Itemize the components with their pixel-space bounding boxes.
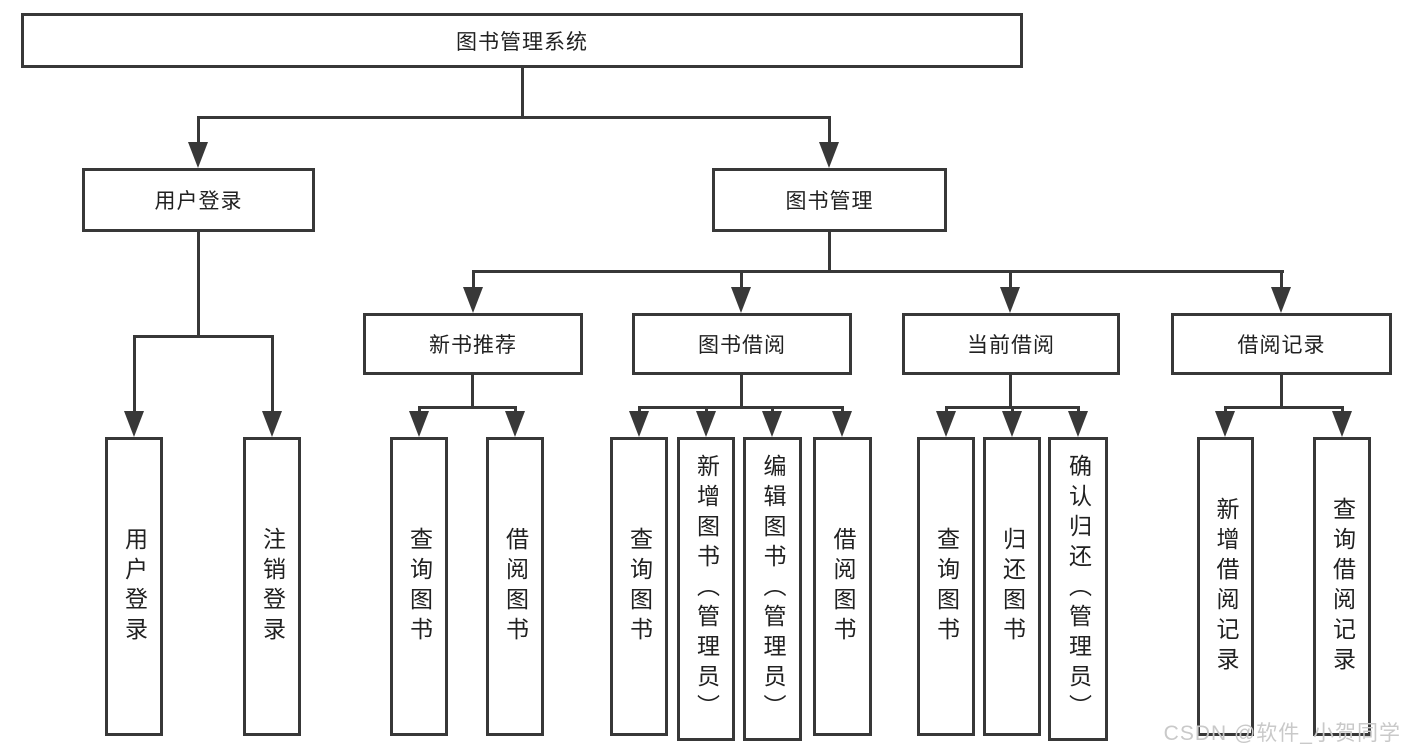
leaf-add-books-admin-label: 新增图书（管理员） <box>693 454 720 724</box>
arrowhead-icon <box>762 411 782 437</box>
leaf-current-query-books: 查询图书 <box>917 437 975 736</box>
leaf-borrow-books-label: 借阅图书 <box>830 526 856 647</box>
arrowhead-icon <box>1000 287 1020 313</box>
connector-line <box>133 335 136 417</box>
leaf-recommend-query-books: 查询图书 <box>390 437 448 736</box>
connector-line <box>271 335 274 417</box>
leaf-edit-books-admin: 编辑图书（管理员） <box>743 437 802 741</box>
leaf-recommend-borrow-books: 借阅图书 <box>486 437 544 736</box>
arrowhead-icon <box>819 142 839 168</box>
arrowhead-icon <box>124 411 144 437</box>
arrowhead-icon <box>731 287 751 313</box>
watermark: CSDN @软件_小贺同学 <box>1163 722 1401 745</box>
connector-line <box>1009 375 1012 408</box>
arrowhead-icon <box>629 411 649 437</box>
leaf-recommend-borrow-books-label: 借阅图书 <box>502 526 529 647</box>
node-new-book-recommend-label: 新书推荐 <box>429 334 517 357</box>
leaf-add-borrow-record-label: 新增借阅记录 <box>1213 496 1239 677</box>
arrowhead-icon <box>936 411 956 437</box>
connector-line <box>418 406 517 409</box>
connector-line <box>740 270 743 292</box>
connector-line <box>197 116 200 146</box>
arrowhead-icon <box>1332 411 1352 437</box>
arrowhead-icon <box>505 411 525 437</box>
leaf-user-login-label: 用户登录 <box>121 526 148 647</box>
leaf-edit-books-admin-label: 编辑图书（管理员） <box>760 454 786 724</box>
connector-line <box>828 116 831 146</box>
arrowhead-icon <box>1068 411 1088 437</box>
node-root-label: 图书管理系统 <box>456 30 588 54</box>
arrowhead-icon <box>1271 287 1291 313</box>
leaf-borrow-query-books: 查询图书 <box>610 437 668 736</box>
connector-line <box>740 375 743 408</box>
node-book-borrow: 图书借阅 <box>632 313 852 375</box>
leaf-return-books: 归还图书 <box>983 437 1041 736</box>
arrowhead-icon <box>1215 411 1235 437</box>
connector-line <box>638 406 844 409</box>
connector-line <box>472 270 1284 273</box>
leaf-logout-label: 注销登录 <box>259 526 286 647</box>
leaf-query-borrow-record: 查询借阅记录 <box>1313 437 1371 736</box>
leaf-add-books-admin: 新增图书（管理员） <box>677 437 735 741</box>
leaf-confirm-return-admin: 确认归还（管理员） <box>1048 437 1108 741</box>
leaf-borrow-books: 借阅图书 <box>813 437 872 736</box>
connector-line <box>472 270 475 292</box>
connector-line <box>1009 270 1012 292</box>
leaf-query-borrow-record-label: 查询借阅记录 <box>1329 496 1356 677</box>
node-current-borrow: 当前借阅 <box>902 313 1120 375</box>
connector-line <box>471 375 474 408</box>
connector-line <box>1224 406 1344 409</box>
arrowhead-icon <box>832 411 852 437</box>
node-root: 图书管理系统 <box>21 13 1023 68</box>
connector-line <box>133 335 274 338</box>
leaf-confirm-return-admin-label: 确认归还（管理员） <box>1065 454 1092 724</box>
arrowhead-icon <box>463 287 483 313</box>
node-book-management: 图书管理 <box>712 168 947 232</box>
connector-line <box>197 232 200 338</box>
node-book-management-label: 图书管理 <box>785 190 874 213</box>
leaf-current-query-books-label: 查询图书 <box>933 526 960 647</box>
connector-line <box>521 68 524 119</box>
node-current-borrow-label: 当前借阅 <box>967 334 1055 357</box>
arrowhead-icon <box>696 411 716 437</box>
node-user-login: 用户登录 <box>82 168 315 232</box>
arrowhead-icon <box>262 411 282 437</box>
arrowhead-icon <box>188 142 208 168</box>
leaf-return-books-label: 归还图书 <box>999 526 1026 647</box>
connector-line <box>197 116 831 119</box>
node-borrow-records: 借阅记录 <box>1171 313 1392 375</box>
node-user-login-label: 用户登录 <box>154 190 243 213</box>
leaf-recommend-query-books-label: 查询图书 <box>406 526 433 647</box>
leaf-user-login: 用户登录 <box>105 437 163 736</box>
node-new-book-recommend: 新书推荐 <box>363 313 583 375</box>
node-borrow-records-label: 借阅记录 <box>1237 334 1326 357</box>
connector-line <box>1280 375 1283 408</box>
arrowhead-icon <box>1002 411 1022 437</box>
leaf-add-borrow-record: 新增借阅记录 <box>1197 437 1254 736</box>
leaf-logout: 注销登录 <box>243 437 301 736</box>
connector-line <box>1280 270 1283 292</box>
leaf-borrow-query-books-label: 查询图书 <box>626 526 653 647</box>
connector-line <box>828 232 831 273</box>
arrowhead-icon <box>409 411 429 437</box>
node-book-borrow-label: 图书借阅 <box>698 334 786 357</box>
